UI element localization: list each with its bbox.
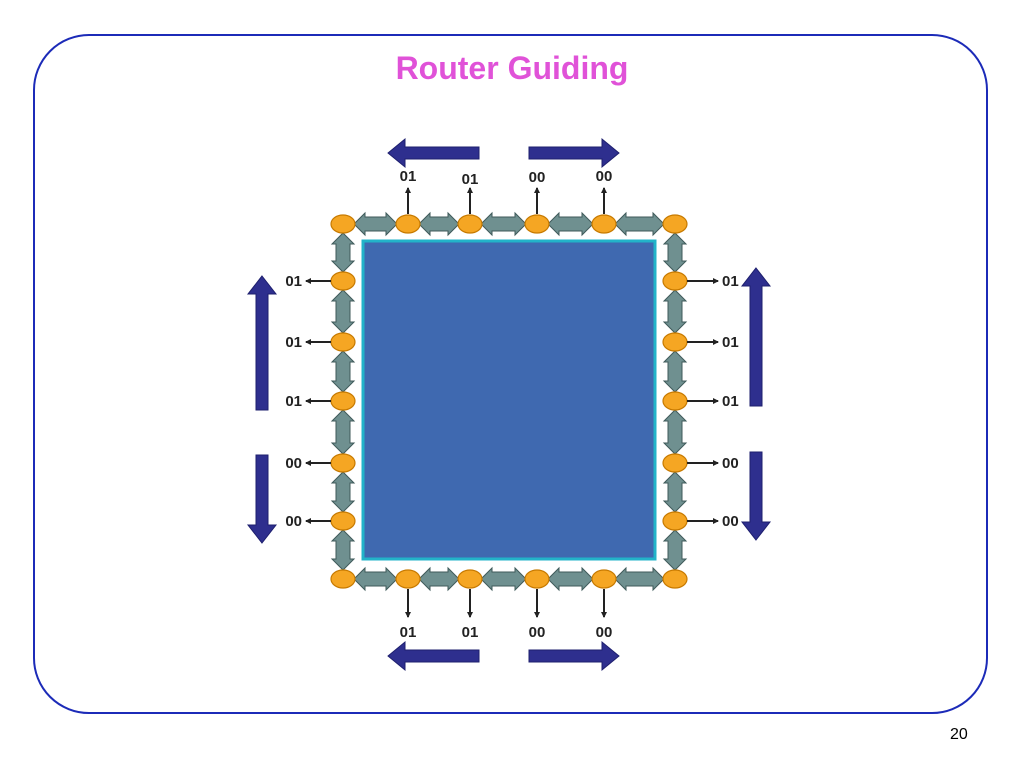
direction-arrow-right xyxy=(528,640,620,672)
router-node xyxy=(330,391,356,411)
pin-label: 00 xyxy=(722,455,739,472)
router-node xyxy=(330,332,356,352)
connector-arrow xyxy=(330,529,356,571)
connector-arrow xyxy=(330,350,356,393)
router-node xyxy=(662,511,688,531)
pin-label: 00 xyxy=(722,513,739,530)
router-node xyxy=(662,214,688,234)
connector-arrow xyxy=(353,566,398,592)
router-node xyxy=(457,569,483,589)
router-node xyxy=(330,453,356,473)
pin-label: 00 xyxy=(285,455,302,472)
connector-arrow xyxy=(480,211,527,237)
router-node xyxy=(457,214,483,234)
connector-arrow xyxy=(547,211,594,237)
direction-arrow-down xyxy=(246,454,278,544)
chip-core xyxy=(361,239,657,561)
connector-arrow xyxy=(614,566,665,592)
direction-arrow-left xyxy=(387,640,480,672)
connector-arrow xyxy=(330,232,356,273)
pin-label: 01 xyxy=(722,273,739,290)
connector-arrow xyxy=(662,289,688,334)
router-node xyxy=(662,271,688,291)
connector-arrow xyxy=(330,409,356,455)
router-node xyxy=(330,511,356,531)
slide-title: Router Guiding xyxy=(395,50,629,86)
router-node xyxy=(662,453,688,473)
connector-arrow xyxy=(662,350,688,393)
router-node xyxy=(662,569,688,589)
connector-arrow xyxy=(662,471,688,513)
direction-arrow-up xyxy=(246,275,278,411)
direction-arrow-right xyxy=(528,137,620,169)
router-node xyxy=(524,214,550,234)
pin-label: 01 xyxy=(462,624,479,641)
router-node xyxy=(330,214,356,234)
pin-label: 00 xyxy=(596,168,613,185)
direction-arrow-down xyxy=(740,451,772,541)
connector-arrow xyxy=(353,211,398,237)
connector-arrow xyxy=(480,566,527,592)
slide-frame xyxy=(33,34,988,714)
connector-arrow xyxy=(662,409,688,455)
page-number: 20 xyxy=(950,726,968,743)
connector-arrow xyxy=(614,211,665,237)
pin-label: 00 xyxy=(285,513,302,530)
pin-label: 01 xyxy=(722,393,739,410)
pin-label: 01 xyxy=(400,168,417,185)
connector-arrow xyxy=(547,566,594,592)
pin-label: 00 xyxy=(529,624,546,641)
router-node xyxy=(591,214,617,234)
pin-label: 00 xyxy=(596,624,613,641)
router-node xyxy=(330,569,356,589)
connector-arrow xyxy=(418,566,460,592)
router-node xyxy=(662,391,688,411)
direction-arrow-left xyxy=(387,137,480,169)
pin-label: 01 xyxy=(285,273,302,290)
router-node xyxy=(330,271,356,291)
pin-label: 01 xyxy=(285,393,302,410)
pin-label: 00 xyxy=(529,169,546,186)
connector-arrow xyxy=(662,529,688,571)
connector-arrow xyxy=(662,232,688,273)
router-node xyxy=(395,569,421,589)
router-node xyxy=(662,332,688,352)
connector-arrow xyxy=(330,289,356,334)
router-node xyxy=(524,569,550,589)
connector-arrow xyxy=(330,471,356,513)
router-node xyxy=(395,214,421,234)
pin-label: 01 xyxy=(285,334,302,351)
pin-label: 01 xyxy=(400,624,417,641)
connector-arrow xyxy=(418,211,460,237)
direction-arrow-up xyxy=(740,267,772,407)
pin-label: 01 xyxy=(722,334,739,351)
pin-label: 01 xyxy=(462,171,479,188)
router-node xyxy=(591,569,617,589)
